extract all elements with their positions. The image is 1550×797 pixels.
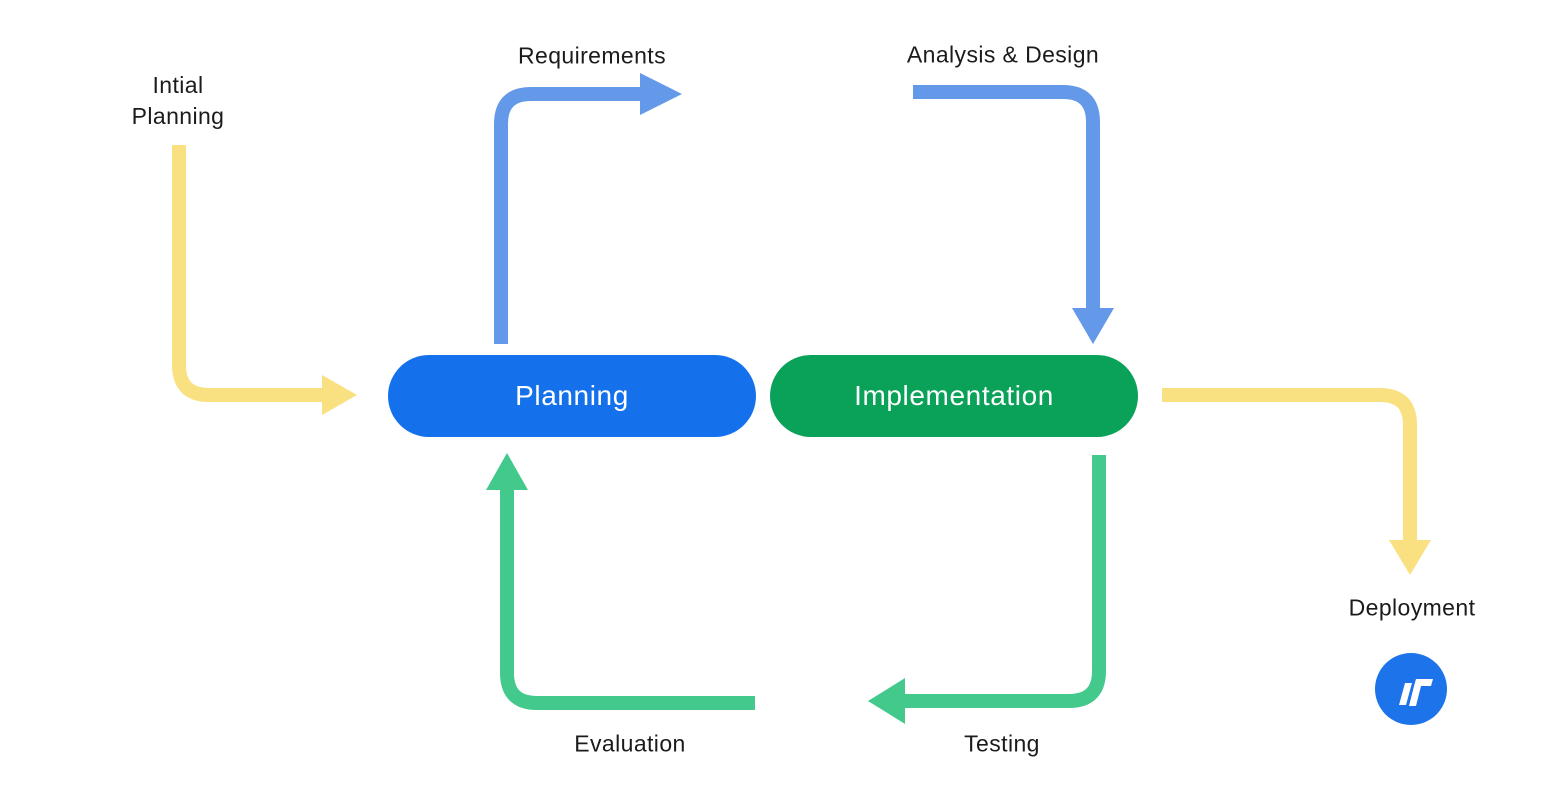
it-monogram-icon bbox=[1399, 679, 1433, 706]
requirements-label: Requirements bbox=[518, 42, 666, 69]
implementation-node-label: Implementation bbox=[854, 380, 1054, 411]
initial-planning-label: Intial Planning bbox=[132, 70, 225, 132]
it-monogram-logo bbox=[1375, 653, 1447, 725]
testing-arrow bbox=[868, 455, 1106, 724]
evaluation-arrow bbox=[486, 453, 755, 710]
deployment-arrow bbox=[1162, 388, 1431, 575]
planning-node-label: Planning bbox=[515, 380, 629, 411]
planning-node: Planning bbox=[388, 355, 756, 437]
initial-planning-label-line1: Intial bbox=[152, 72, 204, 98]
initial-planning-arrow bbox=[172, 145, 357, 415]
deployment-label: Deployment bbox=[1348, 594, 1476, 621]
evaluation-label: Evaluation bbox=[574, 730, 686, 757]
implementation-node: Implementation bbox=[770, 355, 1138, 437]
requirements-arrow bbox=[494, 73, 682, 344]
analysis-design-label: Analysis & Design bbox=[906, 41, 1100, 68]
analysis-design-arrow bbox=[913, 85, 1114, 344]
testing-label: Testing bbox=[964, 730, 1040, 757]
initial-planning-label-line2: Planning bbox=[131, 103, 225, 129]
